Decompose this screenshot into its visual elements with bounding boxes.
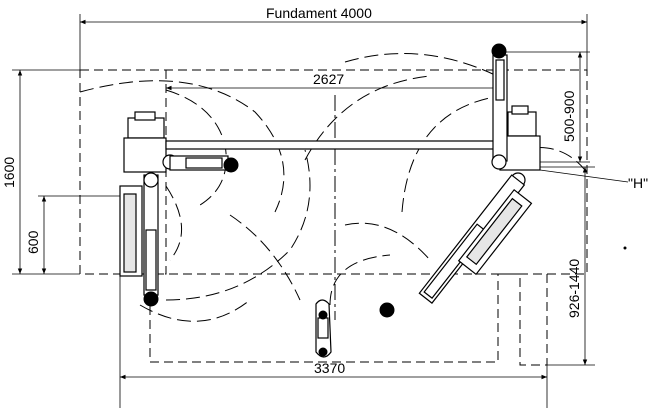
- car-icon: [315, 299, 332, 358]
- dimension-foundation-label: Fundament 4000: [266, 5, 372, 21]
- dimension-foundation: [79, 14, 588, 70]
- stray-dot: [623, 246, 627, 250]
- dimension-short-arm: [38, 195, 122, 274]
- dimension-post-spacing-label: 2627: [313, 71, 344, 87]
- point-marker-leader: [539, 169, 629, 183]
- left-post-assembly: [119, 111, 239, 307]
- dimension-short-arm-label: 600: [25, 230, 41, 254]
- dimension-arm-reach-top-label: 500-900: [561, 90, 577, 142]
- dimension-long-arm-label: 926-1440: [566, 259, 582, 318]
- dimension-long-arm: [540, 166, 595, 366]
- crossbar: [165, 140, 499, 150]
- dimension-overall-width-label: 3370: [314, 360, 345, 376]
- point-marker-label: "H": [628, 175, 648, 191]
- dimension-depth-label: 1600: [1, 157, 17, 188]
- right-post-assembly: [379, 43, 541, 318]
- dimension-overall-width: [119, 274, 548, 408]
- dimension-depth: [12, 69, 80, 275]
